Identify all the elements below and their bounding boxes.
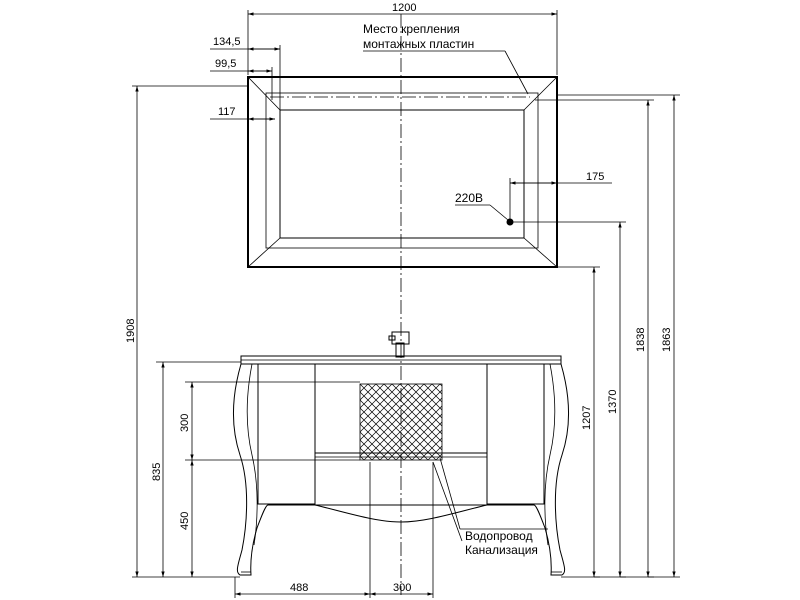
plumbing-callout: Водопровод Канализация <box>432 457 548 557</box>
water-supply-label: Водопровод <box>465 529 533 543</box>
dim-label-socket-offset: 175 <box>586 171 604 183</box>
dim-label-frame-offset: 117 <box>218 106 236 118</box>
dim-mount-offset-a: 134,5 <box>210 36 281 110</box>
dim-bottom: 488 300 <box>234 462 434 598</box>
dim-socket-offset: 175 <box>509 171 612 220</box>
mount-note: Место крепления монтажных пластин <box>363 22 529 95</box>
lattice-panel <box>359 383 443 461</box>
dim-frame-offset: 117 <box>210 106 275 121</box>
power-callout: 220В <box>455 191 509 221</box>
dim-label-total-height: 1908 <box>125 319 137 343</box>
dim-label-mirror-width: 1200 <box>392 2 416 14</box>
dim-height-1863: 1863 <box>557 94 680 578</box>
faucet <box>388 331 410 358</box>
sewer-label: Канализация <box>465 543 538 557</box>
dim-label-bottom-right: 300 <box>393 582 411 594</box>
dim-label-mount-offset-b: 99,5 <box>215 58 236 70</box>
dim-label-height-1838: 1838 <box>635 328 647 352</box>
dim-height-1370: 1370 <box>512 221 626 578</box>
vanity-body-outline <box>232 363 570 576</box>
mount-note-line2: монтажных пластин <box>363 37 474 51</box>
dim-label-lower-height: 450 <box>179 512 191 530</box>
vanity <box>232 331 570 576</box>
right-door <box>486 363 545 505</box>
power-socket-dot <box>506 218 514 226</box>
dim-label-mount-offset-a: 134,5 <box>213 36 241 48</box>
dim-label-height-1863: 1863 <box>661 328 673 352</box>
dim-height-1207: 1207 <box>557 266 600 578</box>
dim-label-panel-height: 300 <box>179 414 191 432</box>
dim-panel-height: 300 <box>179 381 360 461</box>
mirror <box>247 76 558 268</box>
dim-total-height: 1908 <box>125 85 248 578</box>
dim-label-cabinet-height: 835 <box>151 463 163 481</box>
dim-label-height-1370: 1370 <box>607 390 619 414</box>
dim-label-height-1207: 1207 <box>581 406 593 430</box>
dim-mount-offset-b: 99,5 <box>210 58 273 100</box>
mirror-inner-glass <box>279 109 525 239</box>
mirror-outer-frame <box>247 76 558 268</box>
mount-note-line1: Место крепления <box>363 22 460 36</box>
dim-cabinet-height: 835 <box>151 361 241 577</box>
dim-label-bottom-left: 488 <box>290 582 308 594</box>
left-door <box>257 363 316 505</box>
dim-mirror-width: 1200 <box>247 2 558 75</box>
dim-lower-height: 450 <box>179 460 194 577</box>
power-label: 220В <box>455 191 483 205</box>
